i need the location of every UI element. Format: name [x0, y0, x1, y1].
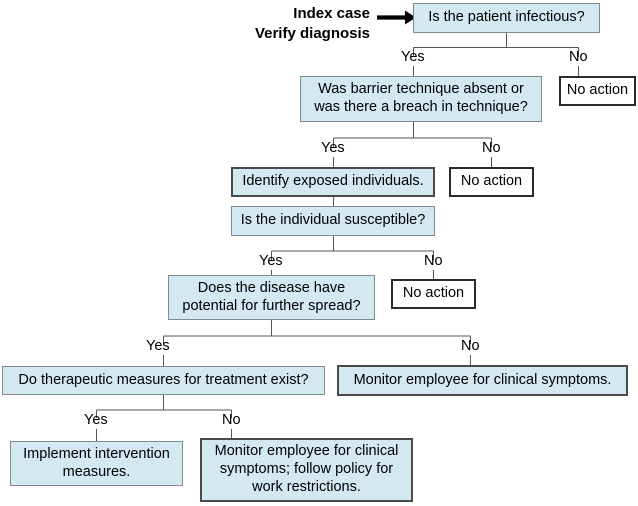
- edge-label-q2-yes: Yes: [321, 140, 345, 156]
- node-label: No action: [566, 82, 629, 99]
- node-is-patient-infectious[interactable]: Is the patient infectious?: [413, 3, 600, 33]
- edge-label-q3-yes: Yes: [259, 253, 283, 269]
- node-monitor-employee-clinical-symptoms[interactable]: Monitor employee for clinical symptoms.: [337, 365, 628, 396]
- node-label: Monitor employee for clinical symptoms.: [353, 371, 612, 388]
- node-label: No action: [402, 285, 465, 302]
- node-disease-potential-further-spread[interactable]: Does the disease have potential for furt…: [168, 275, 375, 320]
- edge-label-q4-yes: Yes: [146, 338, 170, 354]
- node-no-action-3[interactable]: No action: [391, 279, 476, 309]
- node-label: Implement intervention measures.: [23, 445, 170, 480]
- edge-label-q5-no: No: [222, 412, 241, 428]
- edge-label-q2-no: No: [482, 140, 501, 156]
- node-therapeutic-measures-exist[interactable]: Do therapeutic measures for treatment ex…: [2, 366, 325, 395]
- entry-arrow: [377, 10, 416, 25]
- node-implement-intervention-measures[interactable]: Implement intervention measures.: [10, 441, 183, 486]
- node-label: Monitor employee for clinical symptoms; …: [214, 443, 399, 495]
- entry-label: Index case Verify diagnosis: [252, 4, 370, 44]
- edge-label-q1-yes: Yes: [401, 49, 425, 65]
- node-no-action-2[interactable]: No action: [449, 167, 534, 197]
- node-no-action-1[interactable]: No action: [559, 76, 636, 106]
- edge-label-q5-yes: Yes: [84, 412, 108, 428]
- node-label: Do therapeutic measures for treatment ex…: [18, 371, 309, 388]
- entry-label-line1: Index case: [293, 5, 370, 22]
- node-label: Is the patient infectious?: [428, 9, 585, 26]
- node-label: Is the individual susceptible?: [240, 212, 426, 229]
- node-label: No action: [460, 173, 523, 190]
- node-label: Was barrier technique absent or was ther…: [314, 81, 528, 115]
- node-monitor-employee-work-restrictions[interactable]: Monitor employee for clinical symptoms; …: [200, 438, 413, 502]
- edge-label-q4-no: No: [461, 338, 480, 354]
- node-label: Does the disease have potential for furt…: [182, 279, 361, 314]
- node-label: Identify exposed individuals.: [242, 173, 424, 190]
- node-identify-exposed-individuals[interactable]: Identify exposed individuals.: [231, 167, 435, 197]
- edge-label-q1-no: No: [569, 49, 588, 65]
- node-was-barrier-technique-absent[interactable]: Was barrier technique absent or was ther…: [300, 76, 542, 122]
- node-is-individual-susceptible[interactable]: Is the individual susceptible?: [231, 206, 435, 236]
- edge-label-q3-no: No: [424, 253, 443, 269]
- entry-label-line2: Verify diagnosis: [254, 24, 370, 42]
